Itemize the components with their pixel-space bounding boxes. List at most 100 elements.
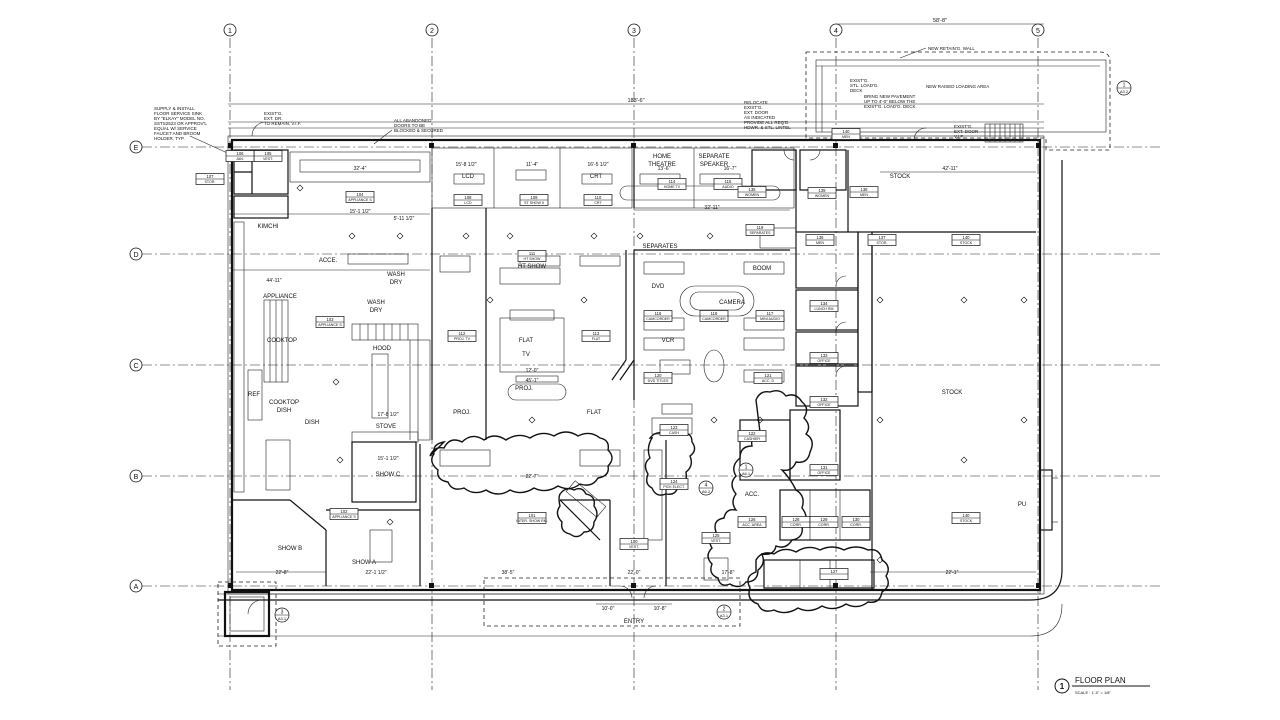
room-name: CRT: [594, 201, 602, 205]
note-supply-3: BY "ELKAY" MODEL NO.: [154, 116, 205, 121]
room-name: LCD: [464, 201, 472, 205]
note-supply-6: FAUCET AND BROOM: [154, 131, 201, 136]
dim-9: 42'-11": [942, 166, 957, 172]
section-reference: 1A6.1: [738, 462, 754, 478]
title-number: 1: [1060, 682, 1065, 691]
label-speaker: SPEAKER: [700, 162, 729, 168]
columns: [228, 143, 1041, 588]
room-name: OFFICE: [817, 403, 831, 407]
grid-bubble-row-c: [129, 358, 143, 372]
section-sheet: A6.1: [742, 471, 751, 476]
label-vcr: VCR: [662, 338, 675, 344]
room-name: APPLIANCE S: [348, 198, 372, 202]
room-number: 113: [593, 331, 600, 336]
room-name: CASH: [669, 431, 679, 435]
label-cooktop-dish-1: COOKTOP: [269, 400, 299, 406]
note-deck-3: DECK: [850, 88, 863, 93]
dim-16: 17'-8": [722, 570, 735, 576]
room-name: FLAT: [592, 337, 601, 341]
room-number: 118: [711, 311, 718, 316]
note-supply-1: SUPPLY & INSTALL: [154, 106, 195, 111]
grid-bubble-row-a: [129, 579, 143, 593]
note-relocate-2: EXIST'G.: [744, 105, 763, 110]
room-name: STOCK: [960, 519, 973, 523]
room-name: SEPARATES: [749, 231, 771, 235]
room-number: 114: [669, 179, 676, 184]
room-name: ST SHOW II: [524, 201, 544, 205]
room-number: 131: [821, 465, 829, 470]
room-number: 138: [861, 187, 869, 192]
label-stove: STOVE: [376, 424, 396, 430]
floor-marker: [332, 378, 340, 386]
label-proj-2: PROJ.: [515, 386, 533, 392]
room-name: DVD TITLES: [648, 379, 669, 383]
grid-label-col-2: 2: [430, 28, 434, 35]
note-pavement-1: BRING NEW PAVEMENT: [864, 94, 916, 99]
floor-marker: [296, 184, 304, 192]
label-flat: FLAT: [587, 410, 602, 416]
note-extdoor-left-1: EXIST'G.: [264, 111, 283, 116]
note-relocate-3: EXT. DOOR: [744, 110, 769, 115]
room-number: 135: [749, 187, 757, 192]
dim-2: 15'-1 1/2": [349, 209, 370, 215]
section-sheet: A3.1: [278, 616, 287, 621]
room-name: ACC. AREA: [742, 523, 762, 527]
section-number: 1: [1123, 83, 1126, 89]
dim-7: 13'-6": [658, 166, 671, 172]
room-number: 109: [531, 195, 539, 200]
room-name: CORR.: [790, 523, 802, 527]
room-number: 101: [529, 513, 537, 518]
floor-marker: [486, 296, 494, 304]
room-name: CAMCORDER: [646, 317, 670, 321]
room-name: MEN: [860, 193, 868, 197]
dim-8: 16'-7": [724, 166, 737, 172]
room-name: VEST.: [263, 157, 273, 161]
label-cooktop: COOKTOP: [267, 338, 297, 344]
room-number: 140: [963, 513, 971, 518]
dim-loading: 58'-8": [933, 18, 947, 24]
dim-24: 15'-1 1/2": [377, 456, 398, 462]
room-name: VEST.: [629, 545, 639, 549]
dim-12: 22'-8": [276, 570, 289, 576]
room-name: HOME TV: [664, 185, 681, 189]
dim-1: 32'-4": [354, 166, 367, 172]
room-number: 119: [757, 225, 764, 230]
room-number: 116: [655, 311, 662, 316]
note-relocate-4: AS INDICATED: [744, 115, 776, 120]
label-cooktop-dish-2: DISH: [277, 408, 291, 414]
label-show-c: SHOW C: [376, 472, 401, 478]
room-name: ACC. D: [762, 379, 775, 383]
room-name: CASHIER: [744, 437, 760, 441]
room-number: 108: [465, 195, 473, 200]
room-number: 129: [821, 517, 829, 522]
note-supply-7: HOLDER, TYP.: [154, 136, 185, 141]
note-pavement-2: UP TO 4'-0" BELOW THE: [864, 99, 915, 104]
note-deck-2: STL. LOAD'G.: [850, 83, 879, 88]
grid-label-col-3: 3: [632, 28, 636, 35]
floor-marker: [960, 456, 968, 464]
room-number: 132: [821, 397, 829, 402]
label-theatre: THEATRE: [648, 162, 676, 168]
room-number: 115: [725, 179, 732, 184]
grid-label-row-b: B: [134, 474, 139, 481]
label-appliance: APPLIANCE: [263, 294, 297, 300]
label-flat-tv-2: TV: [522, 352, 530, 358]
room-name: MEN: [816, 241, 824, 245]
note-extdoor-left-2: EXT. DR.: [264, 116, 283, 121]
